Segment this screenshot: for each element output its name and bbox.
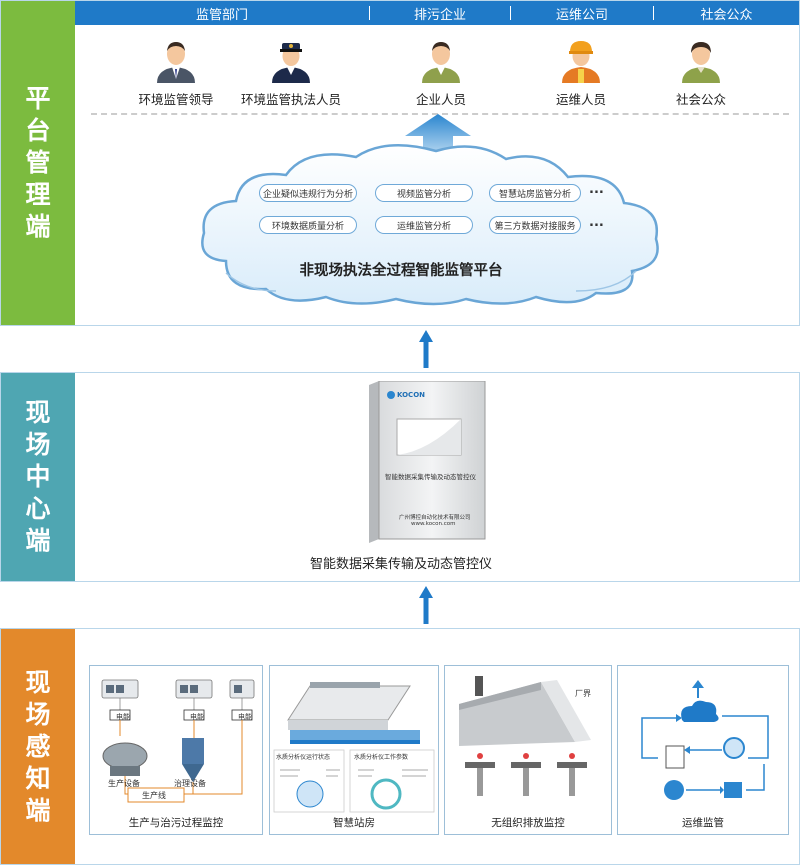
caption-ops-supervision: 运维监管 (682, 817, 724, 829)
person-enterprise: 企业人员 (386, 39, 496, 108)
panel-fugitive-emission: 厂界 无组织排放监控 (444, 665, 612, 835)
worker-helmet-icon (562, 41, 600, 83)
water-station-diagram (273, 682, 435, 813)
cloud-upload-icon (681, 700, 719, 722)
ops-loop-diagram (641, 680, 769, 800)
platform-title: 非现场执法全过程智能监管平台 (299, 263, 503, 279)
platform-tier-label: 平台管理端 (1, 1, 75, 325)
pill-violation-analysis: 企业疑似违规行为分析 (259, 184, 357, 202)
pill-video-analysis: 视频监管分析 (375, 184, 473, 202)
factory-boundary-diagram (459, 676, 591, 796)
sensing-tier-label: 现场感知端 (1, 629, 75, 864)
flow-arrow-icon (419, 330, 433, 368)
production-line-diagram (101, 679, 255, 803)
panel-ops-supervision: 运维监管 (617, 665, 789, 835)
center-band: 现场中心端 KOCON 智能数据采集传输及动态管控仪 广州博控自动化技术有限公司… (0, 372, 800, 582)
header-regulator: 监管部门 (195, 7, 248, 23)
flow-arrow-icon (419, 586, 433, 624)
sensing-band: 现场感知端 电能 电能 电能 生产设备 治理设备 生产线 生产与治污过程监控 (0, 628, 800, 865)
calendar-icon (724, 782, 742, 798)
device-brand: KOCON (397, 391, 426, 399)
person-operator: 运维人员 (526, 39, 636, 108)
person-enforcer: 环境监管执法人员 (231, 39, 351, 108)
person-leader: 环境监管领导 (121, 39, 231, 108)
police-avatar-icon (272, 43, 310, 83)
divider-dashed (91, 113, 789, 115)
upload-arrow-icon (405, 114, 471, 162)
device-footer-text: 广州博控自动化技术有限公司 (399, 515, 471, 521)
device-url: www.kocon.com (411, 521, 456, 527)
leader-avatar-icon (157, 42, 195, 83)
pill-third-party: 第三方数据对接服务 (489, 216, 581, 234)
pill-ops-analysis: 运维监管分析 (375, 216, 473, 234)
device-panel-text: 智能数据采集传输及动态管控仪 (385, 473, 476, 481)
caption-production-monitoring: 生产与治污过程监控 (128, 817, 224, 829)
employee-avatar-icon (422, 42, 460, 83)
header-enterprise: 排污企业 (413, 7, 466, 23)
caption-fugitive-emission: 无组织排放监控 (491, 817, 565, 829)
pill-station-analysis: 智慧站房监管分析 (489, 184, 581, 202)
center-tier-label: 现场中心端 (1, 373, 75, 581)
camera-icon (723, 737, 745, 759)
role-header-bar: 监管部门 排污企业 运维公司 社会公众 (75, 1, 799, 25)
header-operator: 运维公司 (555, 7, 608, 23)
more-dots: ... (589, 215, 604, 230)
panel-smart-station: 水质分析仪运行状态 水质分析仪工作参数 智慧站房 (269, 665, 439, 835)
device-caption: 智能数据采集传输及动态管控仪 (309, 557, 492, 572)
pill-data-quality: 环境数据质量分析 (259, 216, 357, 234)
platform-band: 平台管理端 监管部门 排污企业 运维公司 社会公众 环境监管领导 环境监管执法人… (0, 0, 800, 326)
citizen-avatar-icon (682, 42, 720, 83)
panel-production-monitoring: 电能 电能 电能 生产设备 治理设备 生产线 生产与治污过程监控 (89, 665, 263, 835)
more-dots: ... (589, 182, 604, 197)
caption-smart-station: 智慧站房 (333, 817, 375, 829)
person-public: 社会公众 (646, 39, 756, 108)
controller-cabinet-icon (369, 381, 486, 543)
header-public: 社会公众 (700, 7, 753, 23)
